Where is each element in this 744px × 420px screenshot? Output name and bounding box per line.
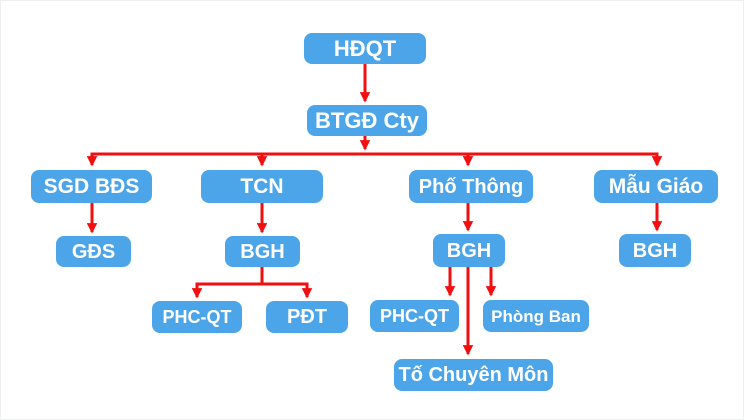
node-bgh-mau-giao: BGH — [619, 234, 691, 267]
node-gds: GĐS — [56, 236, 131, 267]
node-pho-thong: Phố Thông — [409, 170, 533, 203]
node-sgd-bds: SGD BĐS — [31, 170, 152, 203]
node-bgh-tcn: BGH — [225, 236, 300, 267]
edge-distribution-outer — [86, 152, 663, 167]
node-mau-giao: Mẫu Giáo — [594, 170, 718, 203]
edge-bgh-tcn-children — [191, 282, 313, 299]
node-phc-qt-pho-thong: PHC-QT — [370, 300, 459, 332]
node-phong-ban: Phòng Ban — [483, 300, 589, 332]
node-to-chuyen-mon: Tố Chuyên Môn — [394, 359, 553, 391]
node-btgd-cty: BTGĐ Cty — [307, 105, 427, 136]
node-hdqt: HĐQT — [304, 33, 426, 64]
node-pdt: PĐT — [266, 301, 348, 333]
node-bgh-pho-thong: BGH — [433, 234, 505, 267]
node-tcn: TCN — [201, 170, 323, 203]
node-phc-qt-tcn: PHC-QT — [152, 301, 242, 333]
